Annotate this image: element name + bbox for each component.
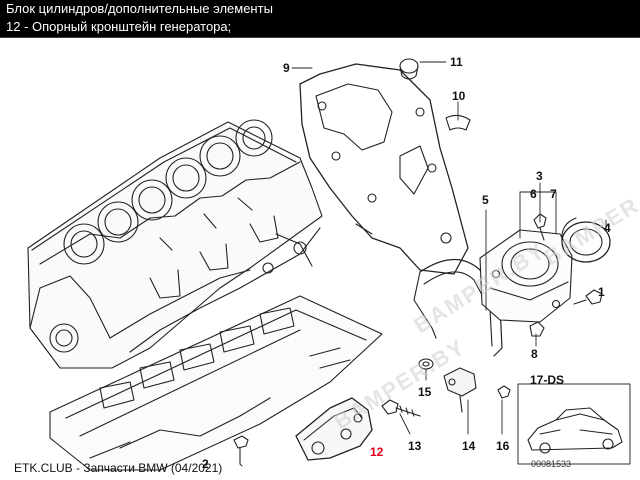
shaft-seal [561,217,611,263]
bolt-6 [533,213,547,241]
half-moon-seal [445,114,471,131]
vehicle-thumbnail [517,383,631,465]
callout-2[interactable]: 2 [202,457,209,471]
callout-15[interactable]: 15 [418,385,432,399]
header-divider [0,37,640,38]
callout-variant: 17-DS [530,373,564,387]
callout-16[interactable]: 16 [496,439,510,453]
image-number: 00081533 [531,459,572,469]
bedplate [49,295,383,471]
callout-5[interactable]: 5 [482,193,489,207]
plug-part [399,58,419,80]
callout-7[interactable]: 7 [550,187,557,201]
seal-carrier [479,229,573,323]
diagram-title: Блок цилиндров/дополнительные элементы [0,0,640,18]
callout-9[interactable]: 9 [283,61,290,75]
callout-14[interactable]: 14 [462,439,476,453]
bolt-13 [381,399,421,417]
gasket-part [299,63,469,275]
parts-diagram: BAMPER.BY BAMPER.BY BAMPER.BY 9 11 10 5 … [27,55,640,471]
callout-13[interactable]: 13 [408,439,422,453]
callout-6[interactable]: 6 [530,187,537,201]
callout-3[interactable]: 3 [536,169,543,183]
callout-1[interactable]: 1 [598,285,605,299]
callout-11[interactable]: 11 [450,55,463,69]
bolt-2 [233,435,249,465]
bolt-7 [573,289,603,305]
alternator-bracket [295,397,373,461]
footer-caption: ETK.CLUB - Запчасти BMW (04/2021) [14,461,223,475]
selected-part-caption: 12 - Опорный кронштейн генератора; [0,18,640,37]
leader-lines [239,61,607,467]
sensor-14 [443,367,477,413]
bolt-8 [529,321,545,337]
callout-10[interactable]: 10 [452,89,466,103]
callout-4[interactable]: 4 [604,221,611,235]
washer-15 [418,358,434,370]
cylinder-block [27,119,323,369]
bolt-16 [497,385,511,399]
callout-8[interactable]: 8 [531,347,538,361]
callout-12[interactable]: 12 [370,445,384,459]
